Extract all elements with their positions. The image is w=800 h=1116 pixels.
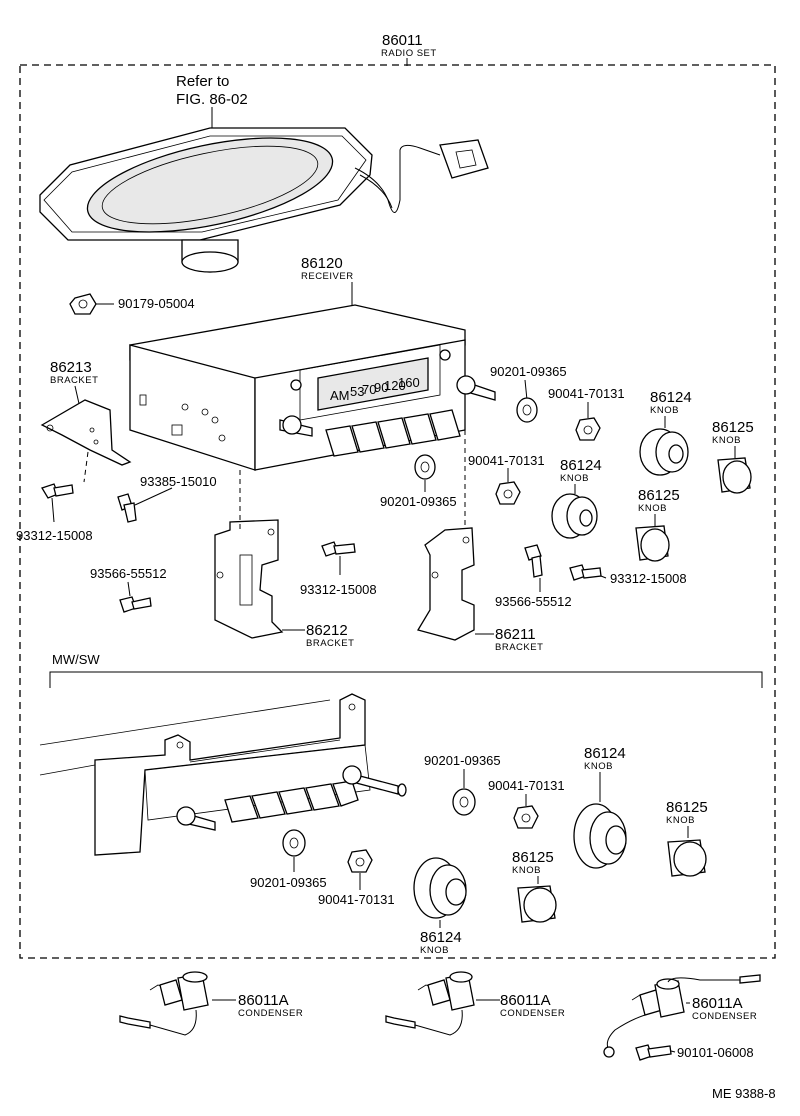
dial-mark-120: 120 xyxy=(384,378,406,393)
bracket-86212-number: 86212 xyxy=(306,622,348,639)
condenser-c-number: 86011A xyxy=(692,995,743,1012)
knob-86124-lower-number: 86124 xyxy=(560,457,602,474)
screw-93312-right: 93312-15008 xyxy=(569,564,687,586)
mw-knob-86124-upper: 86124 KNOB xyxy=(573,745,627,869)
knob-86125-lower-number: 86125 xyxy=(638,487,680,504)
radio-set-name: RADIO SET xyxy=(381,48,437,59)
washer-90201-lower-label: 90201-09365 xyxy=(380,494,457,509)
bracket-86211: 86211 BRACKET xyxy=(417,430,543,653)
figure-code: ME 9388-8 xyxy=(712,1086,776,1101)
mw-knob-86125-center-name: KNOB xyxy=(512,865,541,876)
mw-knob-86124-lower-name: KNOB xyxy=(420,945,449,956)
dial-mark-90: 90 xyxy=(374,380,388,395)
mw-washer-upper-label: 90201-09365 xyxy=(424,753,501,768)
refer-text-line1: Refer to xyxy=(176,73,229,90)
knob-86125-lower: 86125 KNOB xyxy=(635,487,680,562)
nut-90041-upper-label: 90041-70131 xyxy=(548,386,625,401)
nut-90041-lower: 90041-70131 xyxy=(468,453,545,505)
mw-knob-86124-lower: 86124 KNOB xyxy=(413,857,467,956)
refer-text-line2: FIG. 86-02 xyxy=(176,91,248,108)
bracket-86213-name: BRACKET xyxy=(50,375,98,386)
mw-knob-86125-right: 86125 KNOB xyxy=(666,799,708,877)
mw-knob-86125-center-number: 86125 xyxy=(512,849,554,866)
mw-knob-86125-right-name: KNOB xyxy=(666,815,695,826)
bracket-86212-name: BRACKET xyxy=(306,638,354,649)
screw-90101: 90101-06008 xyxy=(635,1044,754,1061)
radio-set-number: 86011 xyxy=(382,32,423,49)
dial-mark-70: 70 xyxy=(362,382,376,397)
screw-93312-left: 93312-15008 xyxy=(16,483,93,543)
mw-washer-upper: 90201-09365 xyxy=(424,753,501,816)
screw-93385-label: 93385-15010 xyxy=(140,474,217,489)
knob-86124-upper-number: 86124 xyxy=(650,389,692,406)
condenser-b-name: CONDENSER xyxy=(500,1008,565,1019)
screw-93312-right-label: 93312-15008 xyxy=(610,571,687,586)
dial-band: AM xyxy=(330,388,350,403)
condenser-c-name: CONDENSER xyxy=(692,1011,757,1022)
mw-knob-86125-center: 86125 KNOB xyxy=(512,849,557,923)
condenser-b: 86011A CONDENSER xyxy=(385,971,565,1036)
knob-86125-lower-name: KNOB xyxy=(638,503,667,514)
bracket-86213-number: 86213 xyxy=(50,359,92,376)
mw-knob-86124-upper-number: 86124 xyxy=(584,745,626,762)
knob-86124-lower-name: KNOB xyxy=(560,473,589,484)
nut-90041-upper: 90041-70131 xyxy=(548,386,625,441)
nut-90041-lower-label: 90041-70131 xyxy=(468,453,545,468)
nut-90179-label: 90179-05004 xyxy=(118,296,195,311)
nut-90179: 90179-05004 xyxy=(69,293,195,315)
dial-mark-53: 53 xyxy=(350,384,364,399)
mw-washer-lower-label: 90201-09365 xyxy=(250,875,327,890)
screw-93312-left-label: 93312-15008 xyxy=(16,528,93,543)
receiver-illustration: 86120 RECEIVER AM 53 70 90 120 160 xyxy=(129,255,496,471)
speaker-illustration: Refer to FIG. 86-02 xyxy=(39,73,489,273)
condenser-a: 86011A CONDENSER xyxy=(119,971,303,1036)
condenser-a-number: 86011A xyxy=(238,992,289,1009)
mw-knob-86124-upper-name: KNOB xyxy=(584,761,613,772)
screw-93312-center: 93312-15008 xyxy=(300,541,377,597)
mw-nut-lower: 90041-70131 xyxy=(318,849,395,907)
washer-90201-upper: 90201-09365 xyxy=(490,364,567,423)
knob-86125-upper: 86125 KNOB xyxy=(712,419,754,494)
bracket-86212: 86212 BRACKET xyxy=(214,470,354,649)
bracket-86211-name: BRACKET xyxy=(495,642,543,653)
screw-90101-label: 90101-06008 xyxy=(677,1045,754,1060)
mw-knob-86125-right-number: 86125 xyxy=(666,799,708,816)
condenser-c: 86011A CONDENSER xyxy=(603,974,761,1058)
condenser-a-name: CONDENSER xyxy=(238,1008,303,1019)
mw-nut-upper: 90041-70131 xyxy=(488,778,565,829)
knob-86125-upper-number: 86125 xyxy=(712,419,754,436)
bracket-86213: 86213 BRACKET xyxy=(40,359,132,483)
receiver-number: 86120 xyxy=(301,255,343,272)
mwsw-title: MW/SW xyxy=(52,652,100,667)
washer-90201-lower: 90201-09365 xyxy=(380,454,457,509)
screw-93312-center-label: 93312-15008 xyxy=(300,582,377,597)
receiver-name: RECEIVER xyxy=(301,271,354,282)
mw-knob-86124-lower-number: 86124 xyxy=(420,929,462,946)
knob-86124-upper-name: KNOB xyxy=(650,405,679,416)
screw-93566-right: 93566-55512 xyxy=(495,544,572,609)
screw-93566-right-label: 93566-55512 xyxy=(495,594,572,609)
dial-mark-160: 160 xyxy=(398,375,420,390)
bracket-86211-number: 86211 xyxy=(495,626,536,643)
screw-93566-left-label: 93566-55512 xyxy=(90,566,167,581)
knob-86124-lower: 86124 KNOB xyxy=(551,457,602,539)
mw-nut-upper-label: 90041-70131 xyxy=(488,778,565,793)
knob-86125-upper-name: KNOB xyxy=(712,435,741,446)
screw-93566-left: 93566-55512 xyxy=(90,566,167,613)
mw-washer-lower: 90201-09365 xyxy=(250,829,327,890)
washer-90201-upper-label: 90201-09365 xyxy=(490,364,567,379)
radio-set-frame xyxy=(19,64,776,959)
screw-93385: 93385-15010 xyxy=(117,474,217,523)
mwsw-section: MW/SW xyxy=(39,652,763,856)
mw-nut-lower-label: 90041-70131 xyxy=(318,892,395,907)
knob-86124-upper: 86124 KNOB xyxy=(639,389,692,476)
condenser-b-number: 86011A xyxy=(500,992,551,1009)
